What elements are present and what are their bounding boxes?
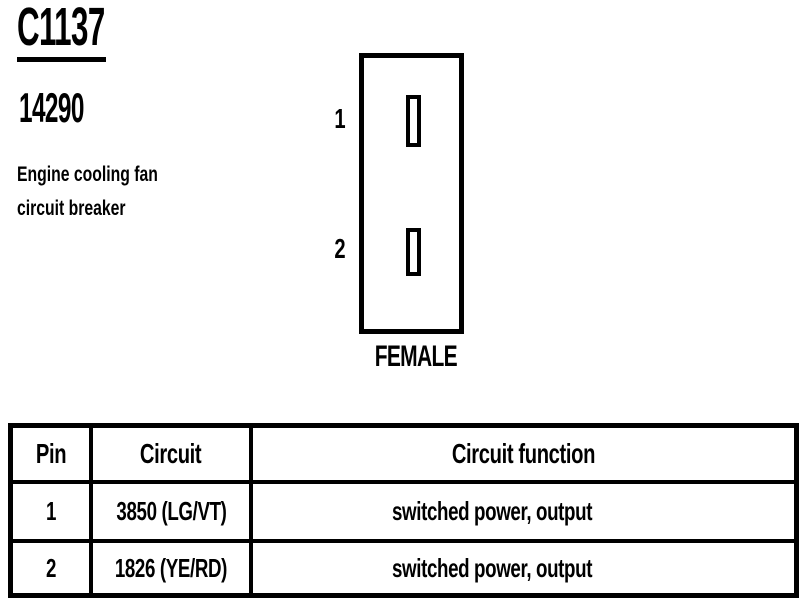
header-cell-pin: Pin — [8, 423, 93, 484]
table-header-row: Pin Circuit Circuit function — [8, 423, 799, 484]
description-line-1: Engine cooling fan — [17, 163, 158, 186]
header-cell-circuit: Circuit — [89, 423, 253, 484]
cell-function: switched power, output — [249, 539, 799, 598]
table-row: 1 3850 (LG/VT) switched power, output — [8, 480, 799, 543]
table-row: 2 1826 (YE/RD) switched power, output — [8, 539, 799, 598]
header-cell-function: Circuit function — [249, 423, 799, 484]
pin-1-label: 1 — [334, 103, 346, 134]
connector-face-drawing — [359, 53, 464, 334]
connector-description: Engine cooling fan circuit breaker — [17, 158, 158, 226]
pin-2-cavity — [406, 228, 421, 276]
pin-1-cavity — [406, 95, 421, 147]
cell-pin: 1 — [8, 480, 93, 543]
cell-circuit: 1826 (YE/RD) — [89, 539, 253, 598]
cell-circuit: 3850 (LG/VT) — [89, 480, 253, 543]
description-line-2: circuit breaker — [17, 197, 126, 220]
pin-2-label: 2 — [334, 233, 346, 264]
connector-id-title: C1137 — [17, 0, 105, 57]
pin-function-table: Pin Circuit Circuit function 1 3850 (LG/… — [8, 423, 799, 598]
connector-gender-label: FEMALE — [374, 340, 458, 373]
connector-id-underline — [17, 57, 106, 62]
part-number: 14290 — [19, 84, 84, 131]
cell-function: switched power, output — [249, 480, 799, 543]
cell-pin: 2 — [8, 539, 93, 598]
